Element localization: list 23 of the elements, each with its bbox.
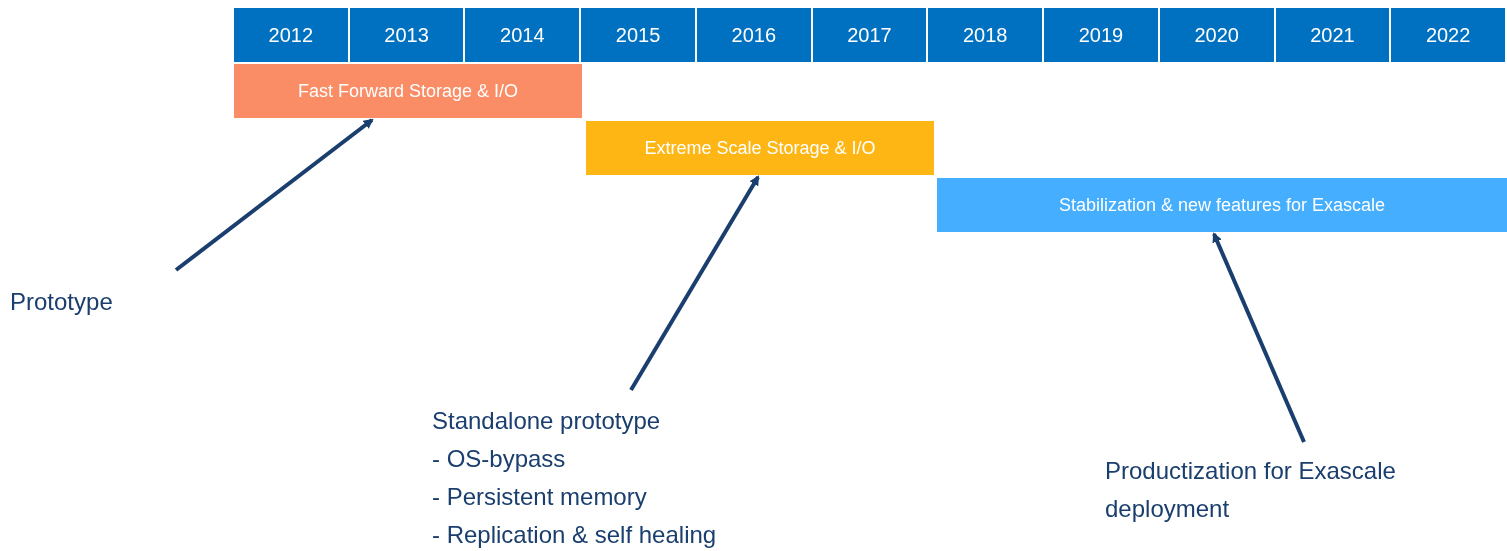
annotation-text: Productization for Exascale deployment bbox=[1105, 456, 1397, 524]
year-cell: 2013 bbox=[349, 8, 464, 62]
annotation-text: Prototype bbox=[10, 287, 114, 317]
annotation-text: - OS-bypass bbox=[432, 444, 567, 474]
arrow bbox=[629, 175, 760, 392]
year-cell: 2012 bbox=[234, 8, 348, 62]
year-cell: 2015 bbox=[581, 8, 695, 62]
annotation-text: - Replication & self healing bbox=[432, 520, 718, 550]
year-cell: 2022 bbox=[1391, 8, 1505, 62]
year-cell: 2021 bbox=[1275, 8, 1390, 62]
year-cell: 2019 bbox=[1044, 8, 1158, 62]
annotation-text: - Persistent memory bbox=[432, 482, 648, 512]
year-cell: 2014 bbox=[465, 8, 580, 62]
year-cell: 2017 bbox=[812, 8, 927, 62]
year-cell: 2016 bbox=[696, 8, 811, 62]
year-cell: 2020 bbox=[1159, 8, 1274, 62]
arrow bbox=[1212, 232, 1306, 443]
timeline-bar: Extreme Scale Storage & I/O bbox=[586, 121, 934, 175]
timeline-bar: Fast Forward Storage & I/O bbox=[234, 64, 582, 118]
year-cell: 2018 bbox=[928, 8, 1043, 62]
annotation-text: Standalone prototype bbox=[432, 406, 662, 436]
timeline-bar: Stabilization & new features for Exascale bbox=[937, 178, 1507, 232]
arrow bbox=[174, 118, 374, 272]
